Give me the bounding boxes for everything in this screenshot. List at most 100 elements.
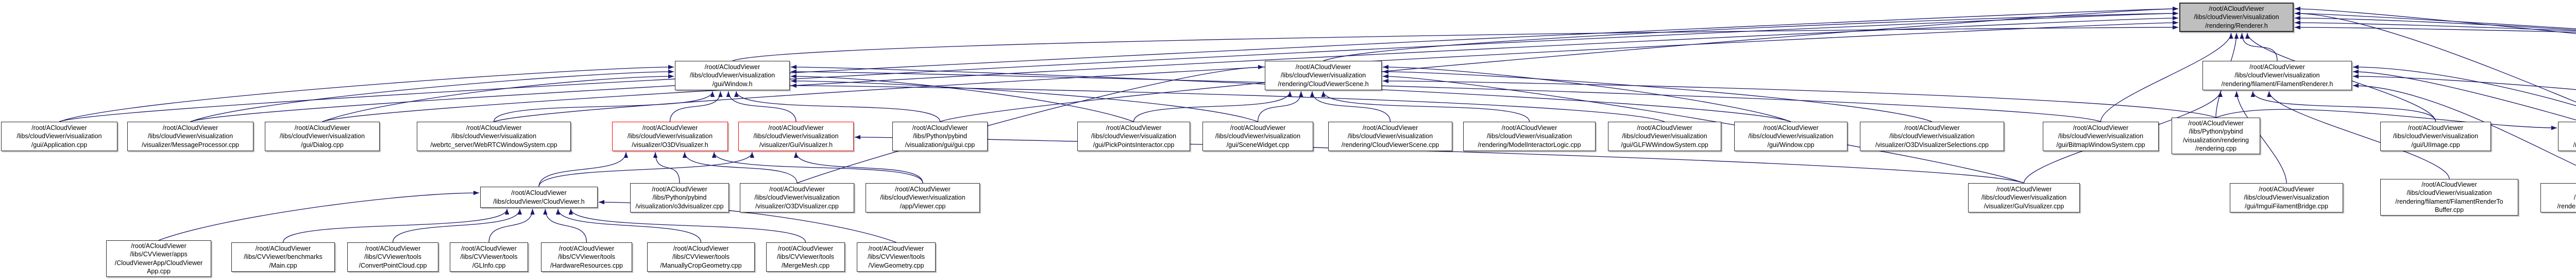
graph-edge-cloudviewerscene-h-to-root [1323,13,2179,61]
graph-edge-arrowhead [2229,33,2233,39]
graph-node-label-line: /visualizer/O3DVisualizer.cpp [755,202,839,210]
graph-edge-filamentengine-cpp-to-filamentrenderer-h [2352,76,2576,90]
graph-node-label-line: /root/ACloudViewer [912,124,968,132]
graph-node-o3dvisualizer-h[interactable]: /root/ACloudViewer/libs/cloudViewer/visu… [612,122,728,151]
graph-node-label-line: /root/ACloudViewer [1362,124,1418,132]
graph-node-modelinteractorlogic-cpp[interactable]: /root/ACloudViewer/libs/cloudViewer/visu… [1463,122,1596,151]
graph-node-window-cpp[interactable]: /root/ACloudViewer/libs/cloudViewer/visu… [1734,122,1848,151]
graph-edge-arrowhead [1383,64,1388,70]
graph-node-manuallycropgeometry-cpp[interactable]: /root/ACloudViewer/libs/CVViewer/tools/M… [647,242,755,272]
graph-node-cloudviewer-h[interactable]: /root/ACloudViewer/libs/cloudViewer/Clou… [480,187,598,208]
graph-node-pickpointsinteractor-cpp[interactable]: /root/ACloudViewer/libs/cloudViewer/visu… [1077,122,1190,151]
graph-edge-gaussiansplatbuffers-cpp-to-root [2294,8,2576,34]
graph-node-rendering-cpp[interactable]: /root/ACloudViewer/libs/Python/pybind/vi… [2172,118,2260,154]
graph-node-filamentrenderer-h[interactable]: /root/ACloudViewer/libs/cloudViewer/visu… [2202,61,2352,90]
graph-node-label-line: /gui/BitmapWindowSystem.cpp [2056,141,2145,149]
graph-edge-o3dvisualizer-h-to-window-h [669,91,721,122]
graph-edge-cloudviewerscene-cpp-to-cloudviewerscene-h [1312,91,1391,122]
graph-node-label-line: /visualizer/GuiVisualizer.cpp [1984,202,2064,210]
graph-edge-arrowhead [653,152,658,158]
graph-node-label-line: /webrtc_server/WebRTCWindowSystem.cpp [430,141,557,149]
graph-edge-arrowhead [2173,25,2178,30]
graph-node-filamentscene-h[interactable]: /root/ACloudViewer/libs/cloudViewer/visu… [2558,122,2576,151]
graph-node-convertpointcloud-cpp[interactable]: /root/ACloudViewer/libs/CVViewer/tools/C… [347,242,438,272]
graph-node-label-line: /libs/Python/pybind [652,194,707,202]
graph-edge-arrowhead [2234,91,2239,97]
graph-node-hardwareresources-cpp[interactable]: /root/ACloudViewer/libs/CVViewer/tools/H… [541,242,632,272]
graph-edge-arrowhead [599,200,604,205]
graph-node-cloudviewerapp-cpp[interactable]: /root/ACloudViewer/libs/CVViewer/apps/Cl… [106,240,211,277]
graph-node-label-line: /visualization/o3dvisualizer.cpp [635,202,724,210]
graph-node-o3dvisualizer-pybind-cpp[interactable]: /root/ACloudViewer/libs/Python/pybind/vi… [630,183,729,212]
graph-node-filamentrenderer-cpp[interactable]: /root/ACloudViewer/libs/cloudViewer/visu… [2540,183,2576,212]
graph-edge-arrowhead [2353,64,2359,70]
graph-edge-bitmapwindowsystem-cpp-to-root [2100,32,2232,122]
graph-node-label-line: /root/ACloudViewer [673,244,729,252]
graph-node-label-line: /root/ACloudViewer [2209,5,2264,12]
graph-node-label-line: /root/ACloudViewer [769,185,825,193]
graph-node-cloudviewerscene-cpp[interactable]: /root/ACloudViewer/libs/cloudViewer/visu… [1328,122,1452,151]
graph-node-label-line: /libs/cloudViewer/visualization [1622,133,1707,140]
graph-edge-arrowhead [1383,78,1388,84]
graph-node-label-line: /root/ACloudViewer [511,189,567,196]
graph-node-label-line: /libs/CVViewer/tools [558,253,615,261]
graph-node-label-line: /libs/cloudViewer/visualization [2058,133,2144,140]
graph-edge-arrowhead [2218,91,2223,97]
graph-node-label-line: /libs/cloudViewer/visualization [1486,133,1572,140]
graph-node-label-line: /root/ACloudViewer [255,244,311,252]
graph-edge-arrowhead [750,152,755,158]
graph-edge-arrowhead [1383,74,1388,79]
graph-node-label-line: Buffer.cpp [2434,206,2464,214]
graph-edge-gradient-cpp-to-root [2294,22,2576,31]
graph-node-label-line: /libs/CVViewer/benchmarks [244,253,323,261]
graph-node-label-line: /visualizer/O3DVisualizer.h [632,141,708,149]
graph-node-label-line: /root/ACloudViewer [2249,63,2305,71]
graph-node-label-line: /libs/CVViewer/tools [868,253,925,261]
graph-node-label-line: /root/ACloudViewer [466,124,522,132]
graph-node-scenewidget-cpp[interactable]: /root/ACloudViewer/libs/cloudViewer/visu… [1202,122,1313,151]
graph-edge-bitmapwindowsystem-cpp-to-window-h [790,71,2101,122]
graph-node-webrtcwindowsystem-cpp[interactable]: /root/ACloudViewer/libs/cloudViewer/visu… [417,122,571,151]
graph-edge-trianglemeshbuffers-cpp-to-root [2294,13,2576,29]
graph-node-viewer-cpp[interactable]: /root/ACloudViewer/libs/cloudViewer/visu… [866,183,980,212]
graph-node-root[interactable]: /root/ACloudViewer/libs/cloudViewer/visu… [2179,3,2294,32]
graph-edge-arrowhead [2353,69,2359,74]
graph-node-cloudviewerscene-h[interactable]: /root/ACloudViewer/libs/cloudViewer/visu… [1265,61,1382,90]
graph-edge-arrowhead [1383,69,1388,74]
graph-node-uiimage-cpp[interactable]: /root/ACloudViewer/libs/cloudViewer/visu… [2380,122,2491,151]
graph-node-o3dvisualizerselections-cpp[interactable]: /root/ACloudViewer/libs/cloudViewer/visu… [1860,122,2004,151]
graph-node-mergemesh-cpp[interactable]: /root/ACloudViewer/libs/CVViewer/tools/M… [766,242,845,272]
graph-edge-viewer-cpp-to-guivisualizer-h [795,152,923,184]
graph-edge-window-h-to-root [732,27,2179,61]
graph-node-label-line: /root/ACloudViewer [31,124,87,132]
graph-node-filamentrendertobuffer-cpp[interactable]: /root/ACloudViewer/libs/cloudViewer/visu… [2380,179,2518,216]
graph-node-label-line: /root/ACloudViewer [2408,124,2464,132]
graph-node-label-line: /visualizer/O3DVisualizerSelections.cpp [1875,141,1989,149]
graph-node-window-h[interactable]: /root/ACloudViewer/libs/cloudViewer/visu… [675,61,790,90]
graph-node-viewgeometry-cpp[interactable]: /root/ACloudViewer/libs/CVViewer/tools/V… [857,242,936,272]
graph-node-application-cpp[interactable]: /root/ACloudViewer/libs/cloudViewer/visu… [1,122,117,151]
graph-node-dialog-cpp[interactable]: /root/ACloudViewer/libs/cloudViewer/visu… [265,122,380,151]
graph-node-bitmapwindowsystem-cpp[interactable]: /root/ACloudViewer/libs/cloudViewer/visu… [2043,122,2159,151]
graph-node-label-line: /gui/GLFWWindowSystem.cpp [1621,141,1708,149]
graph-node-o3dvisualizer-cpp[interactable]: /root/ACloudViewer/libs/cloudViewer/visu… [740,183,854,212]
graph-node-label-line: /libs/CVViewer/tools [777,253,834,261]
graph-edge-arrowhead [1287,91,1293,97]
graph-node-imguifilamentbridge-cpp[interactable]: /root/ACloudViewer/libs/cloudViewer/visu… [2230,183,2343,212]
graph-node-guivisualizer-cpp[interactable]: /root/ACloudViewer/libs/cloudViewer/visu… [1968,183,2080,212]
graph-edge-arrowhead [726,91,731,97]
graph-node-label-line: /libs/CVViewer/tools [672,253,730,261]
graph-edge-filamentrenderer-cpp-to-filamentrenderer-h [2352,85,2576,166]
graph-node-gui-cpp[interactable]: /root/ACloudViewer/libs/Python/pybind/vi… [892,122,988,151]
graph-edge-filamentrenderer-h-to-root [2241,32,2278,61]
graph-node-guivisualizer-h[interactable]: /root/ACloudViewer/libs/cloudViewer/visu… [738,122,854,151]
graph-node-glfwwindowsystem-cpp[interactable]: /root/ACloudViewer/libs/cloudViewer/visu… [1608,122,1721,151]
graph-node-glinfo-cpp[interactable]: /root/ACloudViewer/libs/CVViewer/tools/G… [450,242,528,272]
graph-edge-arrowhead [2551,125,2557,130]
graph-node-label-line: /rendering/ModelInteractorLogic.cpp [1478,141,1581,149]
graph-node-messageprocessor-cpp[interactable]: /root/ACloudViewer/libs/cloudViewer/visu… [127,122,253,151]
graph-edge-filamentrendertobuffer-cpp-to-filamentrenderer-h [2268,91,2450,179]
graph-node-main-cpp[interactable]: /root/ACloudViewer/libs/CVViewer/benchma… [231,242,335,272]
graph-edge-arrowhead [2173,6,2178,11]
graph-edge-convertpointcloud-cpp-to-cloudviewer-h [392,208,520,243]
